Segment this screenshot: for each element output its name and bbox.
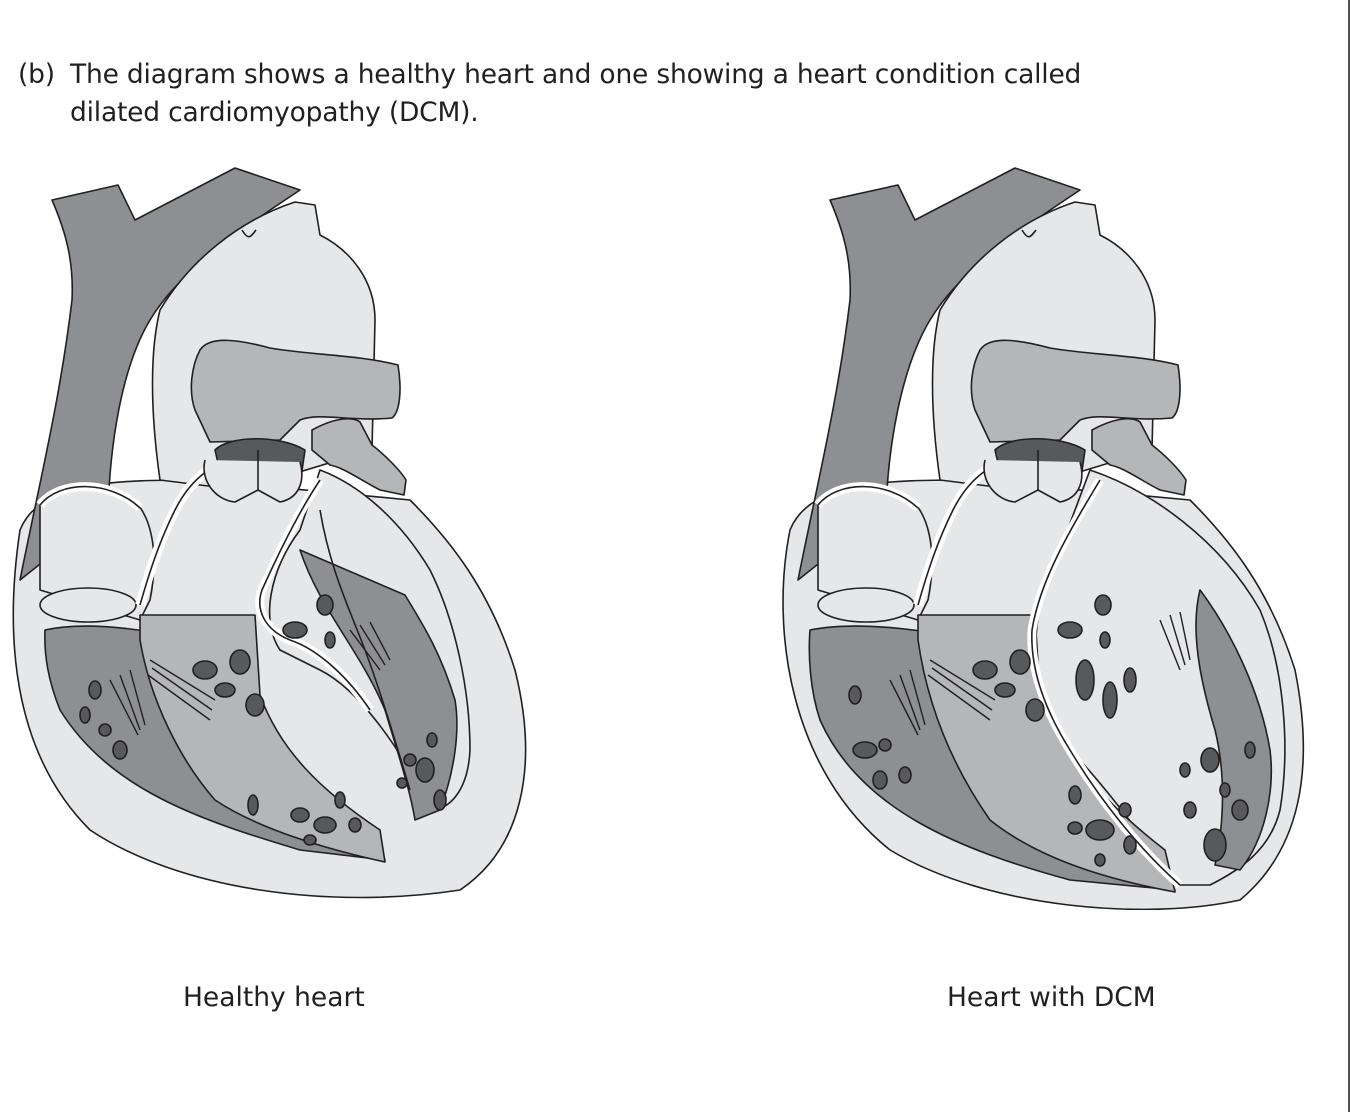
healthy-heart-caption: Healthy heart <box>183 982 365 1013</box>
question-number: (b) <box>18 59 55 90</box>
left-ventricle-wall <box>299 549 458 821</box>
healthy-heart-diagram <box>12 167 527 899</box>
tricuspid-valve <box>817 587 915 623</box>
page-edge <box>1348 0 1350 1112</box>
pulmonary-vein <box>311 418 407 496</box>
dcm-heart-diagram <box>782 167 1305 910</box>
tricuspid-valve <box>39 587 137 623</box>
question-line-1: The diagram shows a healthy heart and on… <box>70 59 1082 90</box>
pulmonary-artery <box>190 339 401 443</box>
question-body: The diagram shows a healthy heart and on… <box>70 56 1270 132</box>
question-line-2: dilated cardiomyopathy (DCM). <box>70 97 479 128</box>
dcm-heart-caption: Heart with DCM <box>947 982 1156 1013</box>
pulmonary-vein <box>1091 418 1187 496</box>
left-ventricle-wall <box>1195 589 1273 871</box>
pulmonary-artery <box>970 339 1181 443</box>
